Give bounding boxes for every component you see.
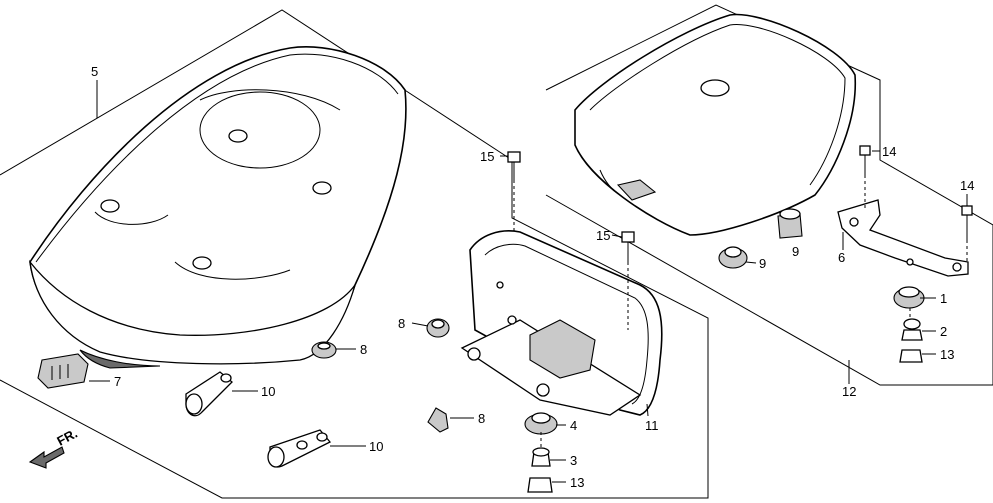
bolt-14-left[interactable]: [859, 145, 871, 175]
rubber-a[interactable]: [718, 246, 748, 269]
label-part-2: 2: [940, 324, 947, 339]
collar-lower[interactable]: [267, 429, 332, 468]
cushion-center[interactable]: [524, 412, 558, 435]
nut-center[interactable]: [527, 477, 553, 493]
collar-upper[interactable]: [185, 371, 233, 417]
front-direction-arrow-icon: [28, 446, 65, 469]
rubber-cushion-b[interactable]: [311, 341, 337, 359]
rear-seat-cowl[interactable]: [574, 13, 857, 236]
collar-right[interactable]: [901, 318, 923, 341]
label-part-9-a: 9: [759, 256, 766, 271]
cushion-right[interactable]: [893, 286, 925, 309]
label-part-9-b: 9: [792, 244, 799, 259]
label-part-15-b: 15: [596, 228, 610, 243]
label-part-8-c: 8: [478, 411, 485, 426]
label-part-14-b: 14: [960, 178, 974, 193]
label-part-4: 4: [570, 418, 577, 433]
label-part-12: 12: [842, 384, 856, 399]
rubber-cushion-c[interactable]: [427, 407, 449, 433]
label-part-13-center: 13: [570, 475, 584, 490]
label-part-1: 1: [940, 291, 947, 306]
bolt-14-right[interactable]: [961, 205, 973, 240]
label-part-8-a: 8: [398, 316, 405, 331]
seat-cushion-rubber[interactable]: [37, 353, 89, 389]
label-part-3: 3: [570, 453, 577, 468]
label-part-14-a: 14: [882, 144, 896, 159]
nut-right[interactable]: [899, 349, 923, 363]
label-part-6: 6: [838, 250, 845, 265]
label-part-7: 7: [114, 374, 121, 389]
rubber-b[interactable]: [777, 208, 803, 239]
group-outline-seat: [0, 9, 709, 499]
label-part-10-upper: 10: [261, 384, 275, 399]
stay-bracket[interactable]: [837, 199, 969, 277]
label-part-15-a: 15: [480, 149, 494, 164]
bolt-15-upper[interactable]: [507, 151, 521, 180]
seat[interactable]: [29, 46, 407, 369]
front-marker: FR.: [54, 426, 80, 449]
label-part-10-lower: 10: [369, 439, 383, 454]
label-part-13-right: 13: [940, 347, 954, 362]
rubber-cushion-a[interactable]: [426, 318, 450, 338]
seat-bracket[interactable]: [460, 230, 663, 416]
bolt-15-lower[interactable]: [621, 231, 635, 262]
label-part-8-b: 8: [360, 342, 367, 357]
collar-center[interactable]: [531, 447, 551, 467]
label-part-5: 5: [91, 64, 98, 79]
label-part-11: 11: [645, 418, 659, 433]
